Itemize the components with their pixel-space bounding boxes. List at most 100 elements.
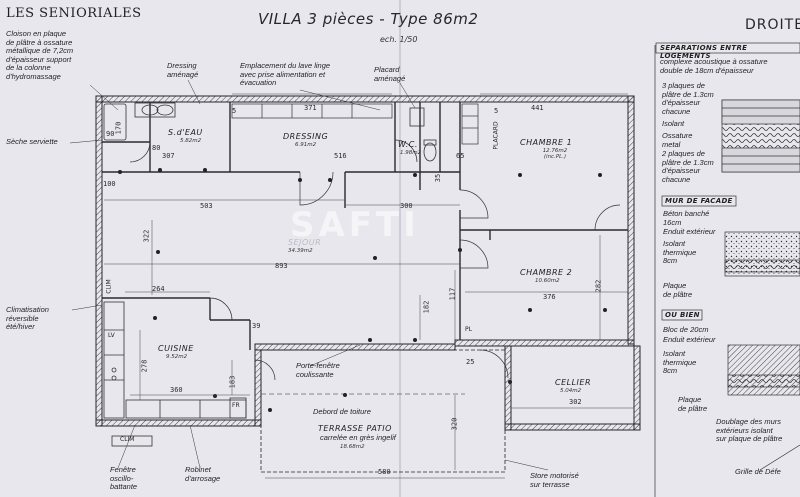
room-area-wc: 1.98m2 [400,150,422,156]
panel-doublage: Doublage des murs extérieurs isolant sur… [716,417,783,443]
panel-facade-item-4: Plaque de plâtre [663,281,693,299]
annotation-seche-serviette: Sèche serviette [6,137,58,146]
panel-sep-item-2: Isolant [662,119,685,128]
kitchen-counters [103,301,247,447]
dim-302: 302 [569,398,582,406]
dim-282: 282 [594,279,603,293]
room-label-cuisine: CUISINE [158,344,194,353]
panel-oubien-item-4: Plaque de plâtre [678,395,708,413]
room-area-dressing: 6.91m2 [295,142,317,148]
dim-100: 100 [103,180,116,188]
room-label-cellier: CELLIER [555,378,592,387]
watermark: SAFTI [290,205,420,245]
door-swings [129,139,621,381]
annotation-porte-fenetre: Porte-fenêtre coulissante [296,361,340,379]
electrical-points [118,168,607,412]
room-area-terrasse: 18.68m2 [340,444,365,450]
dim-25: 25 [466,358,475,366]
dim-320: 320 [450,417,459,431]
annotation-lave-linge: Emplacement du lave linge avec prise ali… [240,61,331,87]
annotation-store: Store motorisé sur terrasse [530,471,579,489]
pl-tag: PL [465,326,472,333]
room-area-chambre1: 12.76m2 (inc.PL.) [542,148,568,160]
panel-grille: Grille de Défe [735,467,781,476]
bathroom-fixtures [103,102,176,141]
dim-5: 5 [232,107,237,115]
room-area-chambre2: 10.60m2 [535,278,560,284]
panel-facade-item-1: Béton banché 16cm [663,209,710,227]
terrace-note: carrelée en grès ingelif [320,433,396,442]
plan-scale: ech. 1/50 [380,35,418,44]
dim-307: 307 [162,152,175,160]
dim-80: 80 [152,144,161,152]
brand-logo: LES SENIORIALES [6,6,142,21]
room-area-cuisine: 9.52m2 [166,354,188,360]
clim-tag-left: CLIM [105,279,113,294]
room-label-dressing: DRESSING [283,132,329,141]
dim-65: 65 [456,152,465,160]
fr-tag: FR [232,402,240,409]
panel-facade-item-3: Isolant thermique 8cm [663,239,697,265]
panel-separations-desc: complexe acoustique à ossature double de… [660,57,768,75]
annotation-cloison: Cloison en plaque de plâtre à ossature m… [6,29,74,81]
side-tag: DROITE [745,17,800,33]
room-area-sejour: 34.39m2 [288,248,313,254]
dim-170: 170 [114,121,123,135]
interior-walls [102,102,628,350]
panel-sep-item-4: 2 plaques de plâtre de 1.3cm d'épaisseur… [662,149,714,184]
panel-oubien-item-3: Isolant thermique 8cm [663,349,697,375]
annotation-fenetre: Fenêtre oscillo- battante [110,465,138,491]
dim-516: 516 [334,152,347,160]
dim-90: 90 [106,130,115,138]
exterior-walls [95,95,641,473]
dim-580: 580 [378,468,391,476]
wc-fixtures [409,107,437,162]
room-label-sdeau: S.d'EAU [168,128,203,137]
dimension-lines [104,93,634,479]
dim-376: 376 [543,293,556,301]
panel-oubien-title: OU BIEN [665,311,700,319]
dressing-shelves [231,103,479,145]
room-area-cellier: 5.04m2 [560,388,582,394]
annotation-climatisation: Climatisation réversible été/hiver [6,305,49,331]
room-label-chambre2: CHAMBRE 2 [520,268,573,277]
panel-oubien-item-2: Enduit extérieur [663,335,716,344]
annotation-placard-amenage: Placard aménagé [374,65,406,83]
panel-facade-title: MUR DE FACADE [665,197,733,205]
annotation-debord: Debord de toiture [313,407,371,416]
room-area-sdeau: 5.82m2 [180,138,202,144]
dim-322: 322 [142,229,151,243]
annotation-robinet: Robinet d'arrosage [185,465,221,483]
construction-details-panel [654,42,800,497]
room-label-chambre1: CHAMBRE 1 [520,138,573,147]
dim-441: 441 [531,104,544,112]
room-label-terrasse: TERRASSE PATIO [318,424,392,433]
lv-tag: LV [108,332,115,339]
panel-oubien-item-1: Bloc de 20cm [663,325,709,334]
dim-117: 117 [448,287,457,301]
annotation-leaders [69,79,549,471]
dim-503: 503 [200,202,213,210]
clim-tag: CLIM [120,436,135,443]
dim-278: 278 [140,359,149,373]
annotation-dressing-amenage: Dressing aménagé [167,61,199,79]
panel-facade-item-2: Enduit extérieur [663,227,716,236]
dim-183: 183 [228,375,237,389]
panel-sep-item-1: 3 plaques de plâtre de 1.3cm d'épaisseur… [662,81,714,116]
dim-360: 360 [170,386,183,394]
dim-371: 371 [304,104,317,112]
panel-sep-item-3: Ossature metal [662,131,693,149]
room-label-wc: W.C. [398,140,418,149]
dim-300: 300 [400,202,413,210]
dim-264: 264 [152,285,165,293]
dim-35: 35 [434,173,443,183]
dim-39: 39 [252,322,261,330]
placard-tag: PLACARD [492,121,500,150]
room-label-sejour: SEJOUR [288,238,322,247]
dim-5b: 5 [494,107,499,115]
plan-title: VILLA 3 pièces - Type 86m2 [258,10,479,28]
dim-182: 182 [422,300,431,314]
dim-893: 893 [275,262,288,270]
